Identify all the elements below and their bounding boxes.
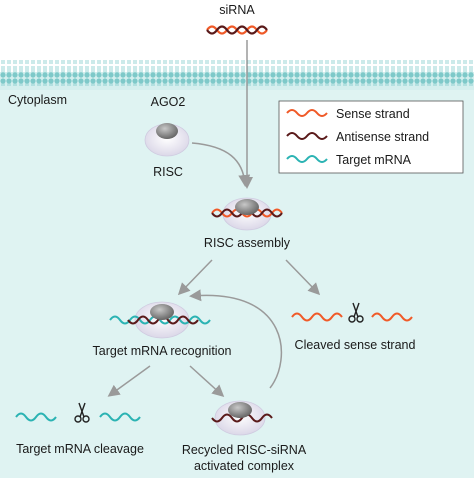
cytoplasm-label: Cytoplasm (8, 93, 67, 107)
cleaved-sense-strand (291, 312, 413, 322)
scissors-icon (348, 302, 364, 323)
recycled-label-line2: activated complex (194, 459, 295, 473)
sirna-duplex (206, 25, 268, 35)
risc-complex-free (144, 123, 190, 157)
sirna-label: siRNA (219, 3, 255, 17)
arrow-recycle-loop (189, 289, 283, 389)
arrow-assembly-to-cleaved-sense (285, 259, 321, 296)
risc-assembly-complex (211, 197, 283, 231)
legend-sense-swatch (286, 109, 328, 117)
risc-label: RISC (153, 165, 183, 179)
scissors-icon (74, 402, 90, 423)
legend-target-label: Target mRNA (336, 153, 412, 167)
arrow-recognition-to-recycled (189, 365, 225, 398)
risc-assembly-label: RISC assembly (204, 236, 291, 250)
legend: Sense strand Antisense strand Target mRN… (278, 100, 464, 174)
target-cleavage-label: Target mRNA cleavage (16, 442, 144, 456)
arrow-assembly-to-recognition (177, 259, 213, 296)
target-recognition-complex (109, 301, 211, 339)
legend-antisense-swatch (286, 132, 328, 140)
recycled-label-line1: Recycled RISC-siRNA (182, 443, 307, 457)
cleaved-sense-label: Cleaved sense strand (295, 338, 416, 352)
legend-antisense-label: Antisense strand (336, 130, 429, 144)
legend-target-swatch (286, 155, 328, 163)
arrow-risc-to-assembly (191, 142, 251, 187)
legend-sense-label: Sense strand (336, 107, 410, 121)
cleaved-target-mrna (15, 412, 141, 422)
cell-membrane (0, 60, 474, 86)
target-recognition-label: Target mRNA recognition (93, 344, 232, 358)
arrow-recognition-to-cleavage (107, 365, 151, 397)
recycled-risc-complex (211, 400, 273, 436)
ago2-label: AGO2 (151, 95, 186, 109)
